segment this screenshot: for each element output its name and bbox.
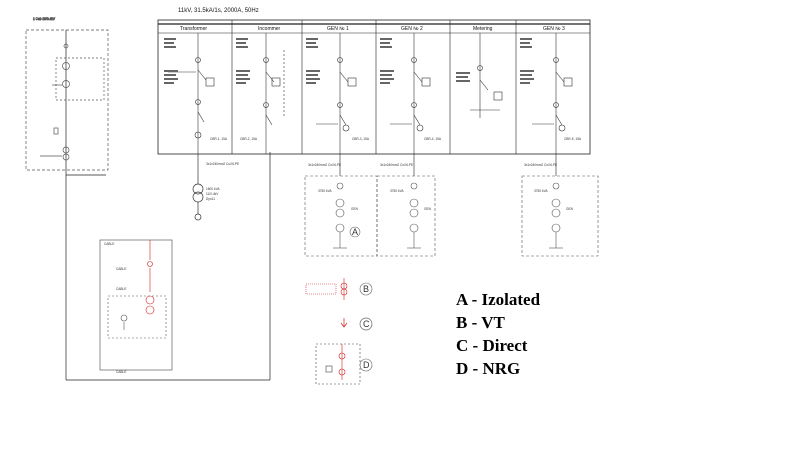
transformer-ratio: 11/0.4kV bbox=[206, 192, 219, 196]
panel-gen3-breaker: CBR-5, 15A bbox=[564, 137, 582, 141]
marker-d: D bbox=[363, 360, 370, 370]
panel-gen1: CBR-3, 15A bbox=[316, 33, 370, 154]
legend-b: B - VT bbox=[456, 313, 505, 332]
generator-cubicle-2 bbox=[376, 154, 436, 257]
legend: A - Izolated B - VT C - Direct D - NRG bbox=[456, 290, 541, 378]
transformer-feeder bbox=[192, 154, 204, 221]
gen1-label: GEN bbox=[351, 207, 359, 211]
gen3-cable: 3x1x240mm2 Cu/XLPE bbox=[524, 163, 557, 167]
gen1-rating: 3750 kVA bbox=[318, 189, 332, 193]
panel-title-transformer: Transformer bbox=[180, 26, 207, 32]
cable-box-upper bbox=[99, 239, 173, 371]
marker-a: A bbox=[352, 227, 358, 237]
legend-d: D - NRG bbox=[456, 359, 520, 378]
vt-detail bbox=[305, 278, 373, 300]
panel-title-incommer: Incommer bbox=[258, 26, 281, 32]
nrg-detail bbox=[315, 343, 373, 385]
cable-label-3: CABLE bbox=[116, 287, 126, 291]
gen3-label: GEN bbox=[566, 207, 574, 211]
gen2-cable: 3x1x240mm2 Cu/XLPE bbox=[380, 163, 413, 167]
cubicle-title: 1 Cab 20/0.4kV bbox=[33, 17, 56, 21]
panel-title-gen2: GEN № 2 bbox=[401, 26, 423, 32]
panel-incommer-breaker: CBR-2, 15A bbox=[240, 137, 258, 141]
transformer-cable-label: 3x1x240mm2 Cu/XLPE bbox=[206, 162, 239, 166]
generator-cubicle-3 bbox=[521, 154, 599, 257]
panel-transformer-breaker: CBR-1, 15A bbox=[210, 137, 228, 141]
panel-title-metering: Metering bbox=[473, 26, 493, 32]
incoming-cubicle: 1 Cab 20/0.4kV bbox=[25, 17, 271, 381]
panel-title-gen3: GEN № 3 bbox=[543, 26, 565, 32]
marker-c: C bbox=[363, 319, 370, 329]
cable-label-4: CABLE bbox=[116, 370, 126, 374]
legend-a: A - Izolated bbox=[456, 290, 541, 309]
gen3-rating: 3750 kVA bbox=[534, 189, 548, 193]
gen2-label: GEN bbox=[424, 207, 432, 211]
transformer-rating: 1600 kVA bbox=[206, 187, 220, 191]
panel-gen2-breaker: CBR-4, 15A bbox=[424, 137, 442, 141]
generator-cubicle-1 bbox=[304, 154, 378, 257]
switchboard: 11kV, 31.5kA/1s, 2000A, 50Hz Transformer… bbox=[157, 8, 591, 155]
direct-detail bbox=[340, 317, 373, 331]
cable-label-1: CABLE bbox=[104, 242, 114, 246]
panel-gen2: CBR-4, 15A bbox=[390, 33, 442, 154]
panel-gen3: CBR-5, 15A bbox=[532, 33, 582, 154]
transformer-vector: Dyn11 bbox=[206, 197, 215, 201]
panel-metering bbox=[470, 33, 503, 118]
panel-title-gen1: GEN № 1 bbox=[327, 26, 349, 32]
panel-transformer: CBR-1, 15A bbox=[168, 33, 228, 154]
panel-gen1-breaker: CBR-3, 15A bbox=[352, 137, 370, 141]
panel-rating-text bbox=[164, 38, 534, 84]
busbar-label: 11kV, 31.5kA/1s, 2000A, 50Hz bbox=[178, 8, 259, 14]
cable-label-2: CABLE bbox=[116, 267, 126, 271]
marker-b: B bbox=[363, 284, 369, 294]
panel-incommer: CBR-2, 15A bbox=[240, 33, 285, 154]
legend-c: C - Direct bbox=[456, 336, 528, 355]
gen1-cable: 3x1x240mm2 Cu/XLPE bbox=[308, 163, 341, 167]
gen2-rating: 3750 kVA bbox=[390, 189, 404, 193]
